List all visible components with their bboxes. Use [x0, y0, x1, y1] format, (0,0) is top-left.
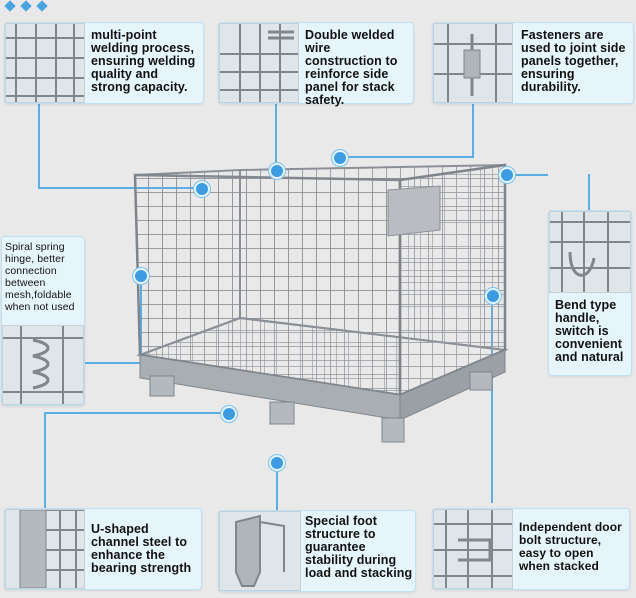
feature-card-bend-handle: Bend type handle, switch is convenient a… [548, 210, 632, 376]
diamond-icon [36, 0, 48, 12]
diamond-icon [4, 0, 16, 12]
feature-card-fasteners: Fasteners are used to joint side panels … [432, 22, 634, 104]
hotspot-dot [269, 455, 285, 471]
connector-line [338, 156, 474, 158]
connector-line [38, 100, 40, 188]
foot-icon [219, 511, 301, 591]
feature-text: Special foot structure to guarantee stab… [305, 514, 413, 580]
spiral-hinge-icon [2, 325, 84, 405]
hotspot-dot [133, 268, 149, 284]
feature-text: U-shaped channel steel to enhance the be… [91, 522, 192, 575]
feature-card-spiral-hinge: Spiral spring hinge, better connection b… [1, 236, 85, 406]
connector-line [491, 295, 493, 503]
feature-text: Bend type handle, switch is convenient a… [555, 298, 624, 364]
connector-line [44, 412, 46, 508]
connector-line [276, 462, 278, 510]
decorative-diamonds [4, 0, 48, 12]
double-wire-icon [219, 23, 299, 103]
connector-line [472, 100, 474, 156]
connector-line [82, 362, 142, 364]
hotspot-dot [332, 150, 348, 166]
hotspot-dot [194, 181, 210, 197]
feature-text: Independent door bolt structure, easy to… [519, 520, 622, 573]
connector-line [44, 412, 228, 414]
feature-text: multi-point welding process, ensuring we… [91, 28, 196, 94]
hotspot-dot [485, 288, 501, 304]
connector-line [506, 174, 548, 176]
u-channel-icon [5, 509, 85, 589]
connector-line [38, 187, 202, 189]
cage-drawing [133, 163, 509, 443]
door-bolt-icon [433, 509, 513, 589]
feature-text: Double welded wire construction to reinf… [305, 28, 398, 107]
wire-container-cage [120, 150, 520, 480]
hotspot-dot [221, 406, 237, 422]
feature-card-double-welded: Double welded wire construction to reinf… [218, 22, 414, 107]
diamond-icon [20, 0, 32, 12]
connector-line [588, 174, 590, 214]
fastener-icon [433, 23, 513, 103]
hotspot-dot [269, 163, 285, 179]
bend-handle-icon [549, 211, 631, 293]
feature-card-special-foot: Special foot structure to guarantee stab… [218, 510, 416, 592]
feature-card-welding: multi-point welding process, ensuring we… [4, 22, 204, 104]
hotspot-dot [499, 167, 515, 183]
feature-card-door-bolt: Independent door bolt structure, easy to… [432, 508, 630, 590]
feature-text: Spiral spring hinge, better connection b… [5, 241, 75, 313]
feature-card-u-channel: U-shaped channel steel to enhance the be… [4, 508, 202, 590]
welded-mesh-icon [5, 23, 85, 103]
feature-text: Fasteners are used to joint side panels … [521, 28, 626, 94]
connector-line [275, 100, 277, 170]
